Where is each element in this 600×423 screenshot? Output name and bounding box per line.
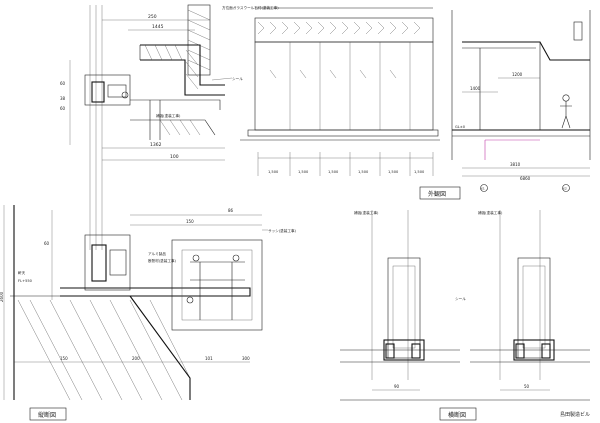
label-eave: 軒天: [18, 270, 26, 275]
dim-soffit-b: 150: [186, 219, 194, 224]
dim-bottom-300: 300: [242, 356, 250, 361]
dim-bottom-101: 101: [205, 356, 213, 361]
grid-mark-x1: X1: [481, 187, 485, 191]
title-vertical-section: 縦断図: [29, 407, 67, 421]
scale-figure-icon: [560, 94, 572, 129]
annotation-steel-board: 補強(塗装工事): [156, 113, 181, 118]
title-horizontal-section: 横断図: [439, 407, 477, 421]
title-vertical-section-text: 縦断図: [38, 411, 56, 419]
vertical-section-drawing: 86 150 2600 60 150 200 101 300 FL+550 軒天…: [0, 180, 297, 401]
elev-bay-6: 1,500: [414, 170, 425, 174]
building-section: 3810 6860 1200 1400 GL±0 X1 X2: [451, 10, 591, 192]
dim-left-a: 60: [60, 81, 66, 86]
elev-bay-2: 1,500: [298, 170, 309, 174]
label-fl: FL+550: [18, 279, 33, 283]
hsec-right-dim: 50: [524, 384, 530, 389]
grid-mark-x2: X2: [563, 187, 567, 191]
annotation-sealant: シール: [232, 77, 243, 81]
dim-1400: 1400: [470, 86, 481, 91]
label-aluminum: アルミ製品: [148, 251, 166, 256]
horizontal-section-drawing: 90 補強(塗装工事) 50 補強(塗装工事) シール: [340, 210, 590, 401]
hsec-left-tag: 補強(塗装工事): [354, 210, 379, 215]
elev-bay-1: 1,500: [268, 170, 279, 174]
dim-1362: 1362: [150, 142, 162, 148]
title-elevation: 外観図: [419, 186, 461, 200]
label-insulation: 断熱材(塗装工事): [148, 258, 177, 263]
dim-bottom-200: 200: [132, 356, 140, 361]
label-gl: GL±0: [455, 125, 466, 129]
dim-v-a: 60: [44, 241, 50, 246]
annotation-curtain-wall: 方位面ガラスウール石付(塗装工事): [222, 5, 279, 10]
dim-left-c: 60: [60, 106, 66, 111]
elev-bay-3: 1,500: [328, 170, 339, 174]
title-elevation-text: 外観図: [428, 190, 446, 198]
hsec-right-tag: 補強(塗装工事): [478, 210, 503, 215]
label-sash: サッシ(塗装工事): [268, 228, 297, 233]
dim-1200: 1200: [512, 72, 523, 77]
dim-bottom-150: 150: [60, 356, 68, 361]
elev-bay-4: 1,500: [358, 170, 369, 174]
dim-2600: 2600: [0, 291, 4, 302]
dim-soffit-a: 86: [228, 208, 234, 213]
elevation-view: 1,500 1,500 1,500 1,500 1,500 1,500: [240, 7, 440, 176]
title-horizontal-section-text: 横断図: [448, 411, 466, 419]
hsec-mid-label: シール: [455, 297, 466, 301]
upper-section-detail: 250 1445 60 38 60 1362 100 方位面ガラスウール石付(塗…: [60, 4, 279, 180]
dim-top-250: 250: [148, 14, 157, 20]
elev-bay-5: 1,500: [388, 170, 399, 174]
dim-1445: 1445: [152, 24, 164, 30]
project-name: 島田製造ビル: [560, 411, 590, 418]
dim-100: 100: [170, 154, 179, 160]
dim-left-b: 38: [60, 96, 66, 101]
hsec-left-dim: 90: [394, 384, 400, 389]
dim-3810: 3810: [510, 162, 521, 167]
dim-6860: 6860: [520, 176, 531, 181]
